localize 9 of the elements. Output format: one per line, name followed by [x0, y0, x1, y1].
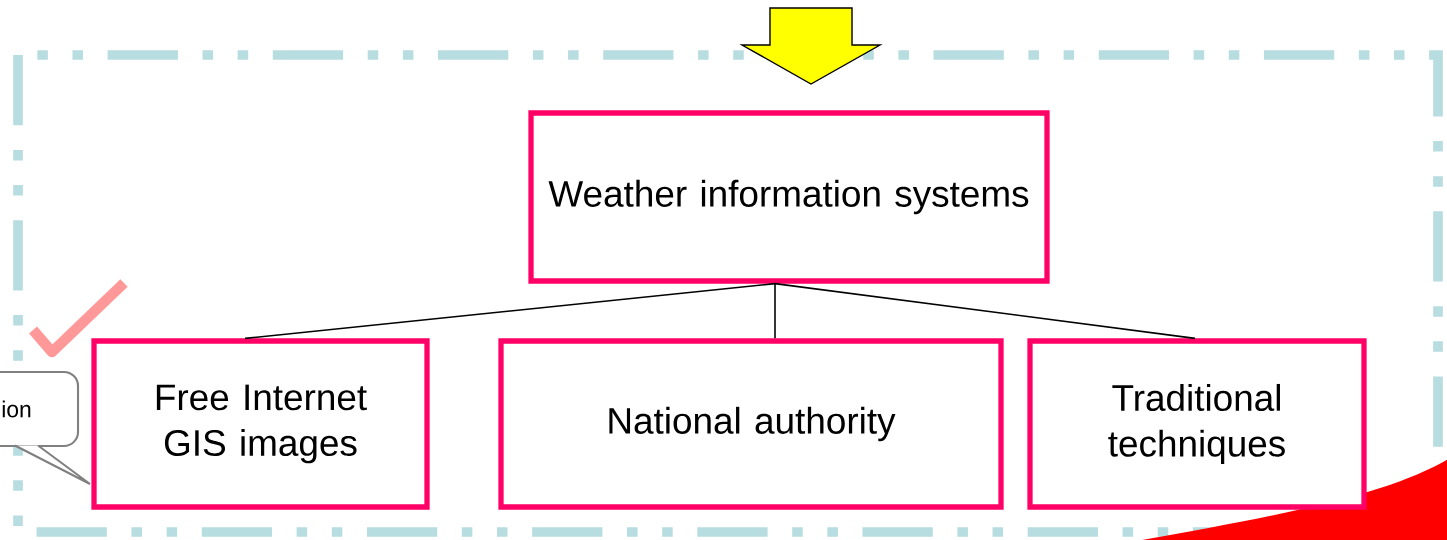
block-arrow — [739, 7, 883, 85]
process-box: Free Internet GIS images — [91, 338, 430, 510]
process-box: Weather information systems — [528, 110, 1050, 284]
process-box: Traditional techniques — [1027, 338, 1367, 510]
speech-bubble: ion — [0, 370, 92, 486]
connector-line — [244, 282, 776, 340]
process-box: National authority — [498, 338, 1004, 510]
connector-line — [774, 282, 1196, 340]
connector-line — [774, 282, 776, 340]
